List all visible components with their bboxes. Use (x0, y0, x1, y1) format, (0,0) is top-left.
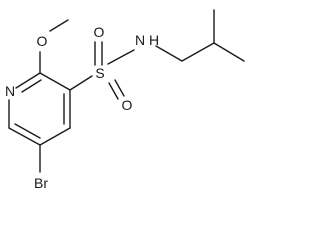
methoxy-group (39, 19, 69, 74)
bond-s-o-bottom-b (108, 82, 119, 100)
atom-label-sulfonyl-oxygen-top: O (94, 24, 105, 40)
atom-label-amine-nitrogen: N (135, 32, 145, 48)
bond-c5-c6 (8, 127, 41, 146)
structure-canvas: O O S O N H N Br (5, 9, 245, 191)
bond-n1-c2-inner (21, 79, 42, 93)
bond-ch-ch3-a (213, 42, 245, 62)
pyridine-ring (8, 72, 71, 146)
atom-label-bromine: Br (34, 175, 48, 191)
atom-label-sulfonyl-oxygen-bottom: O (122, 97, 133, 113)
sulfonamide-group (69, 41, 135, 100)
chemical-structure-diagram: O O S O N H N Br (5, 9, 245, 191)
bond-o-ch3 (49, 19, 69, 32)
atom-label-methoxy-oxygen: O (37, 33, 48, 49)
bond-n1-c2 (15, 72, 41, 89)
bond-ch2-ch (181, 42, 215, 62)
atom-label-amine-hydrogen: H (149, 32, 159, 48)
bond-c3-s (69, 75, 93, 91)
bond-c2-c3 (39, 72, 71, 91)
bond-c5-c6-inner (14, 123, 41, 139)
bond-s-o-bottom-a (114, 79, 125, 97)
bond-s-n (107, 49, 135, 65)
bond-c4-c5 (39, 127, 71, 146)
bond-n-ch2 (155, 45, 183, 62)
atom-label-pyridine-nitrogen: N (5, 83, 15, 99)
atom-label-sulfur: S (95, 65, 104, 81)
isobutyl-chain (155, 9, 245, 62)
